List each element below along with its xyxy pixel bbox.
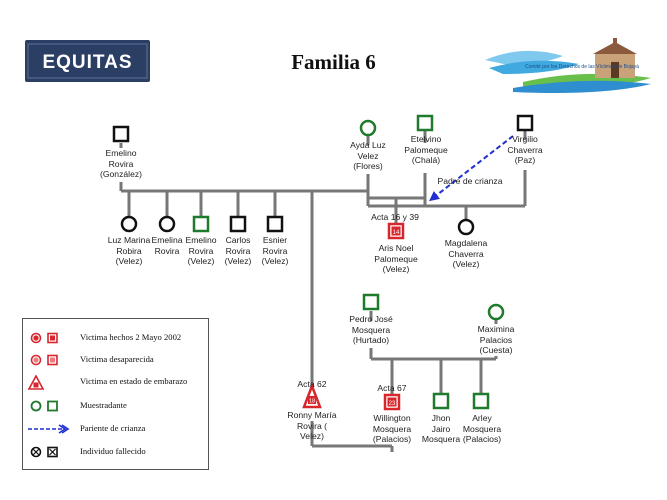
- comite-logo-text: Comité por los Derechos de las Víctimas …: [525, 64, 639, 70]
- jhon-symbol: [432, 392, 450, 410]
- legend-item-victim: Victima hechos 2 Mayo 2002: [23, 331, 207, 345]
- equitas-logo-text: EQUITAS: [42, 52, 132, 73]
- arley-symbol: [472, 392, 490, 410]
- pregnant-icon: [27, 375, 45, 390]
- foster-parent-arrow: [429, 135, 514, 202]
- aris-act-label: Acta 16 y 39: [371, 212, 419, 222]
- equitas-logo: EQUITAS: [25, 40, 150, 82]
- victim-icon: [30, 332, 58, 344]
- luz-marina-symbol: [120, 215, 138, 233]
- legend-item-witness: Muestradante: [23, 399, 207, 413]
- kinship-lines: [119, 130, 527, 452]
- comite-logo: Comité por los Derechos de las Víctimas …: [483, 38, 653, 94]
- carlos-symbol: [229, 215, 247, 233]
- legend-item-pregnant: Victima en estado de embarazo: [23, 375, 207, 390]
- legend-item-foster: Pariente de crianza: [23, 422, 207, 436]
- ayda-symbol: [359, 119, 377, 137]
- dashed-arrow-icon: [28, 424, 70, 434]
- aris-badge: 14: [393, 230, 400, 236]
- willington-badge: 23: [389, 401, 396, 407]
- emelina-symbol: [158, 215, 176, 233]
- willington-act-label: Acta 67: [377, 383, 407, 393]
- virgilio-symbol: [516, 114, 534, 132]
- emelino-hijo-symbol: [192, 215, 210, 233]
- legend-item-missing: Victima desaparecida: [23, 353, 207, 367]
- legend-pregnant-text: Victima en estado de embarazo: [80, 376, 188, 386]
- legend-foster-text: Pariente de crianza: [80, 423, 146, 433]
- legend-missing-text: Victima desaparecida: [80, 354, 154, 364]
- magdalena-symbol: [457, 218, 475, 236]
- witness-icon: [30, 400, 58, 412]
- church-icon: [593, 38, 637, 78]
- page-title: Familia 6: [291, 50, 376, 74]
- deceased-icon: [30, 446, 58, 458]
- ronny-act-label: Acta 62: [297, 379, 327, 389]
- pedro-symbol: [362, 293, 380, 311]
- esnier-symbol: [266, 215, 284, 233]
- legend-item-deceased: Individuo fallecido: [23, 445, 207, 459]
- emelino-padre-symbol: [112, 125, 130, 143]
- legend: Victima hechos 2 Mayo 2002 Victima desap…: [22, 318, 209, 470]
- ronny-badge: 18: [309, 399, 315, 405]
- legend-victim-text: Victima hechos 2 Mayo 2002: [80, 332, 182, 342]
- missing-icon: [30, 354, 58, 366]
- foster-parent-label: Padre de crianza: [437, 176, 503, 186]
- maximina-symbol: [487, 303, 505, 321]
- legend-deceased-text: Individuo fallecido: [80, 446, 146, 456]
- etelvino-symbol: [416, 114, 434, 132]
- legend-witness-text: Muestradante: [80, 400, 127, 410]
